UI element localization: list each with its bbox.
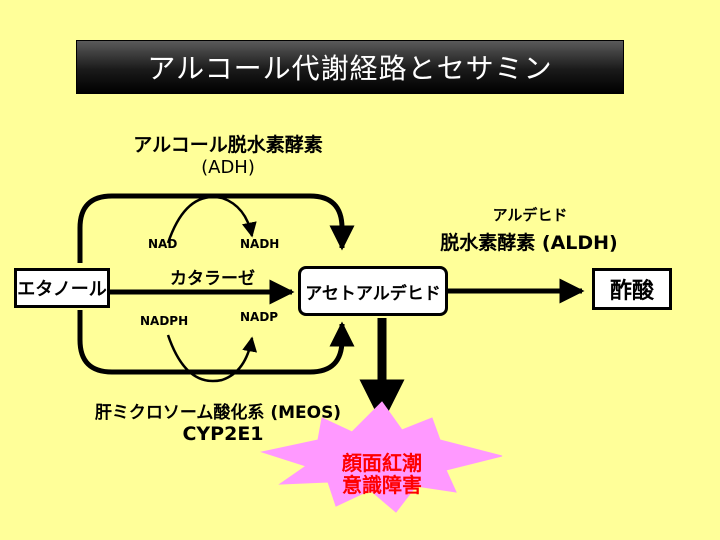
aldh-line1: アルデヒド	[492, 206, 568, 224]
effects-line2: 意識障害	[342, 473, 422, 497]
ethanol-label: エタノール	[17, 279, 107, 300]
nad-label: NAD	[148, 237, 178, 251]
page-title: アルコール代謝経路とセサミン	[147, 52, 553, 85]
adh-route-line	[77, 193, 355, 263]
acetaldehyde-label: アセトアルデヒド	[305, 283, 441, 304]
nadph-nadp-arc	[166, 334, 258, 383]
effects-burst	[260, 401, 503, 513]
aldh-line2: 脱水素酵素 (ALDH)	[440, 232, 618, 254]
adh-name: アルコール脱水素酵素	[133, 134, 323, 156]
nad-nadh-arc	[166, 195, 257, 244]
nadp-label: NADP	[240, 310, 279, 324]
title-banner: アルコール代謝経路とセサミン	[76, 40, 624, 94]
ethanol-node: エタノール	[14, 268, 110, 308]
acetaldehyde-node: アセトアルデヒド	[298, 266, 448, 316]
nadh-label: NADH	[240, 237, 280, 251]
cyp2e1-label: CYP2E1	[182, 423, 264, 445]
adh-abbr: (ADH)	[201, 157, 255, 178]
acetic-acid-node: 酢酸	[592, 268, 672, 310]
acetic-acid-label: 酢酸	[609, 279, 654, 304]
effects-text: 顔面紅潮 意識障害	[322, 452, 442, 496]
catalase-label: カタラーゼ	[170, 269, 255, 289]
meos-name: 肝ミクロソーム酸化系 (MEOS)	[94, 403, 342, 423]
effects-line1: 顔面紅潮	[342, 451, 422, 475]
meos-route-line	[77, 310, 355, 375]
nadph-label: NADPH	[140, 314, 189, 328]
